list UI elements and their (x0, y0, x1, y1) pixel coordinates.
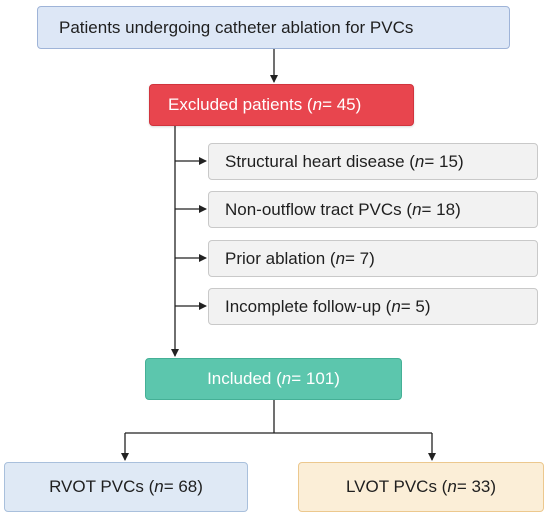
reason-n-symbol: n (412, 199, 422, 219)
reason-box-incomplete-follow-up: Incomplete follow-up (n = 5) (208, 288, 538, 325)
reason-count: = 15) (424, 151, 464, 171)
patients-box-label: Patients undergoing catheter ablation fo… (59, 17, 414, 37)
lvot-label: LVOT PVCs ( (345, 477, 448, 496)
rvot-pvcs-box: RVOT PVCs (n = 68) (4, 462, 248, 512)
lvot-n-symbol: n (447, 477, 457, 496)
reason-label: Prior ablation ( (225, 248, 336, 268)
rvot-n-symbol: n (154, 477, 164, 496)
reason-label: Non-outflow tract PVCs ( (225, 199, 413, 219)
included-box: Included (n = 101) (145, 358, 402, 400)
reason-n-symbol: n (391, 296, 401, 316)
rvot-count: = 68) (163, 477, 203, 496)
reason-label: Structural heart disease ( (225, 151, 415, 171)
reason-box-prior-ablation: Prior ablation (n = 7) (208, 240, 538, 277)
reason-label: Incomplete follow-up ( (225, 296, 392, 316)
patients-box: Patients undergoing catheter ablation fo… (37, 6, 510, 49)
reason-count: = 5) (400, 296, 431, 316)
reason-box-structural: Structural heart disease (n = 15) (208, 143, 538, 180)
excluded-label: Excluded patients ( (168, 95, 313, 114)
excluded-count: = 45) (322, 95, 362, 114)
excluded-patients-box: Excluded patients (n = 45) (149, 84, 414, 126)
rvot-label: RVOT PVCs ( (49, 477, 155, 496)
lvot-pvcs-box: LVOT PVCs (n = 33) (298, 462, 544, 512)
reason-n-symbol: n (414, 151, 425, 171)
included-n-symbol: n (281, 369, 292, 388)
reason-box-non-outflow: Non-outflow tract PVCs (n = 18) (208, 191, 538, 228)
excluded-n-symbol: n (312, 95, 323, 114)
lvot-count: = 33) (456, 477, 497, 496)
reason-count: = 18) (421, 199, 461, 219)
included-label: Included ( (207, 369, 282, 388)
reason-count: = 7) (345, 248, 375, 268)
included-count: = 101) (291, 369, 340, 388)
reason-n-symbol: n (335, 248, 346, 268)
